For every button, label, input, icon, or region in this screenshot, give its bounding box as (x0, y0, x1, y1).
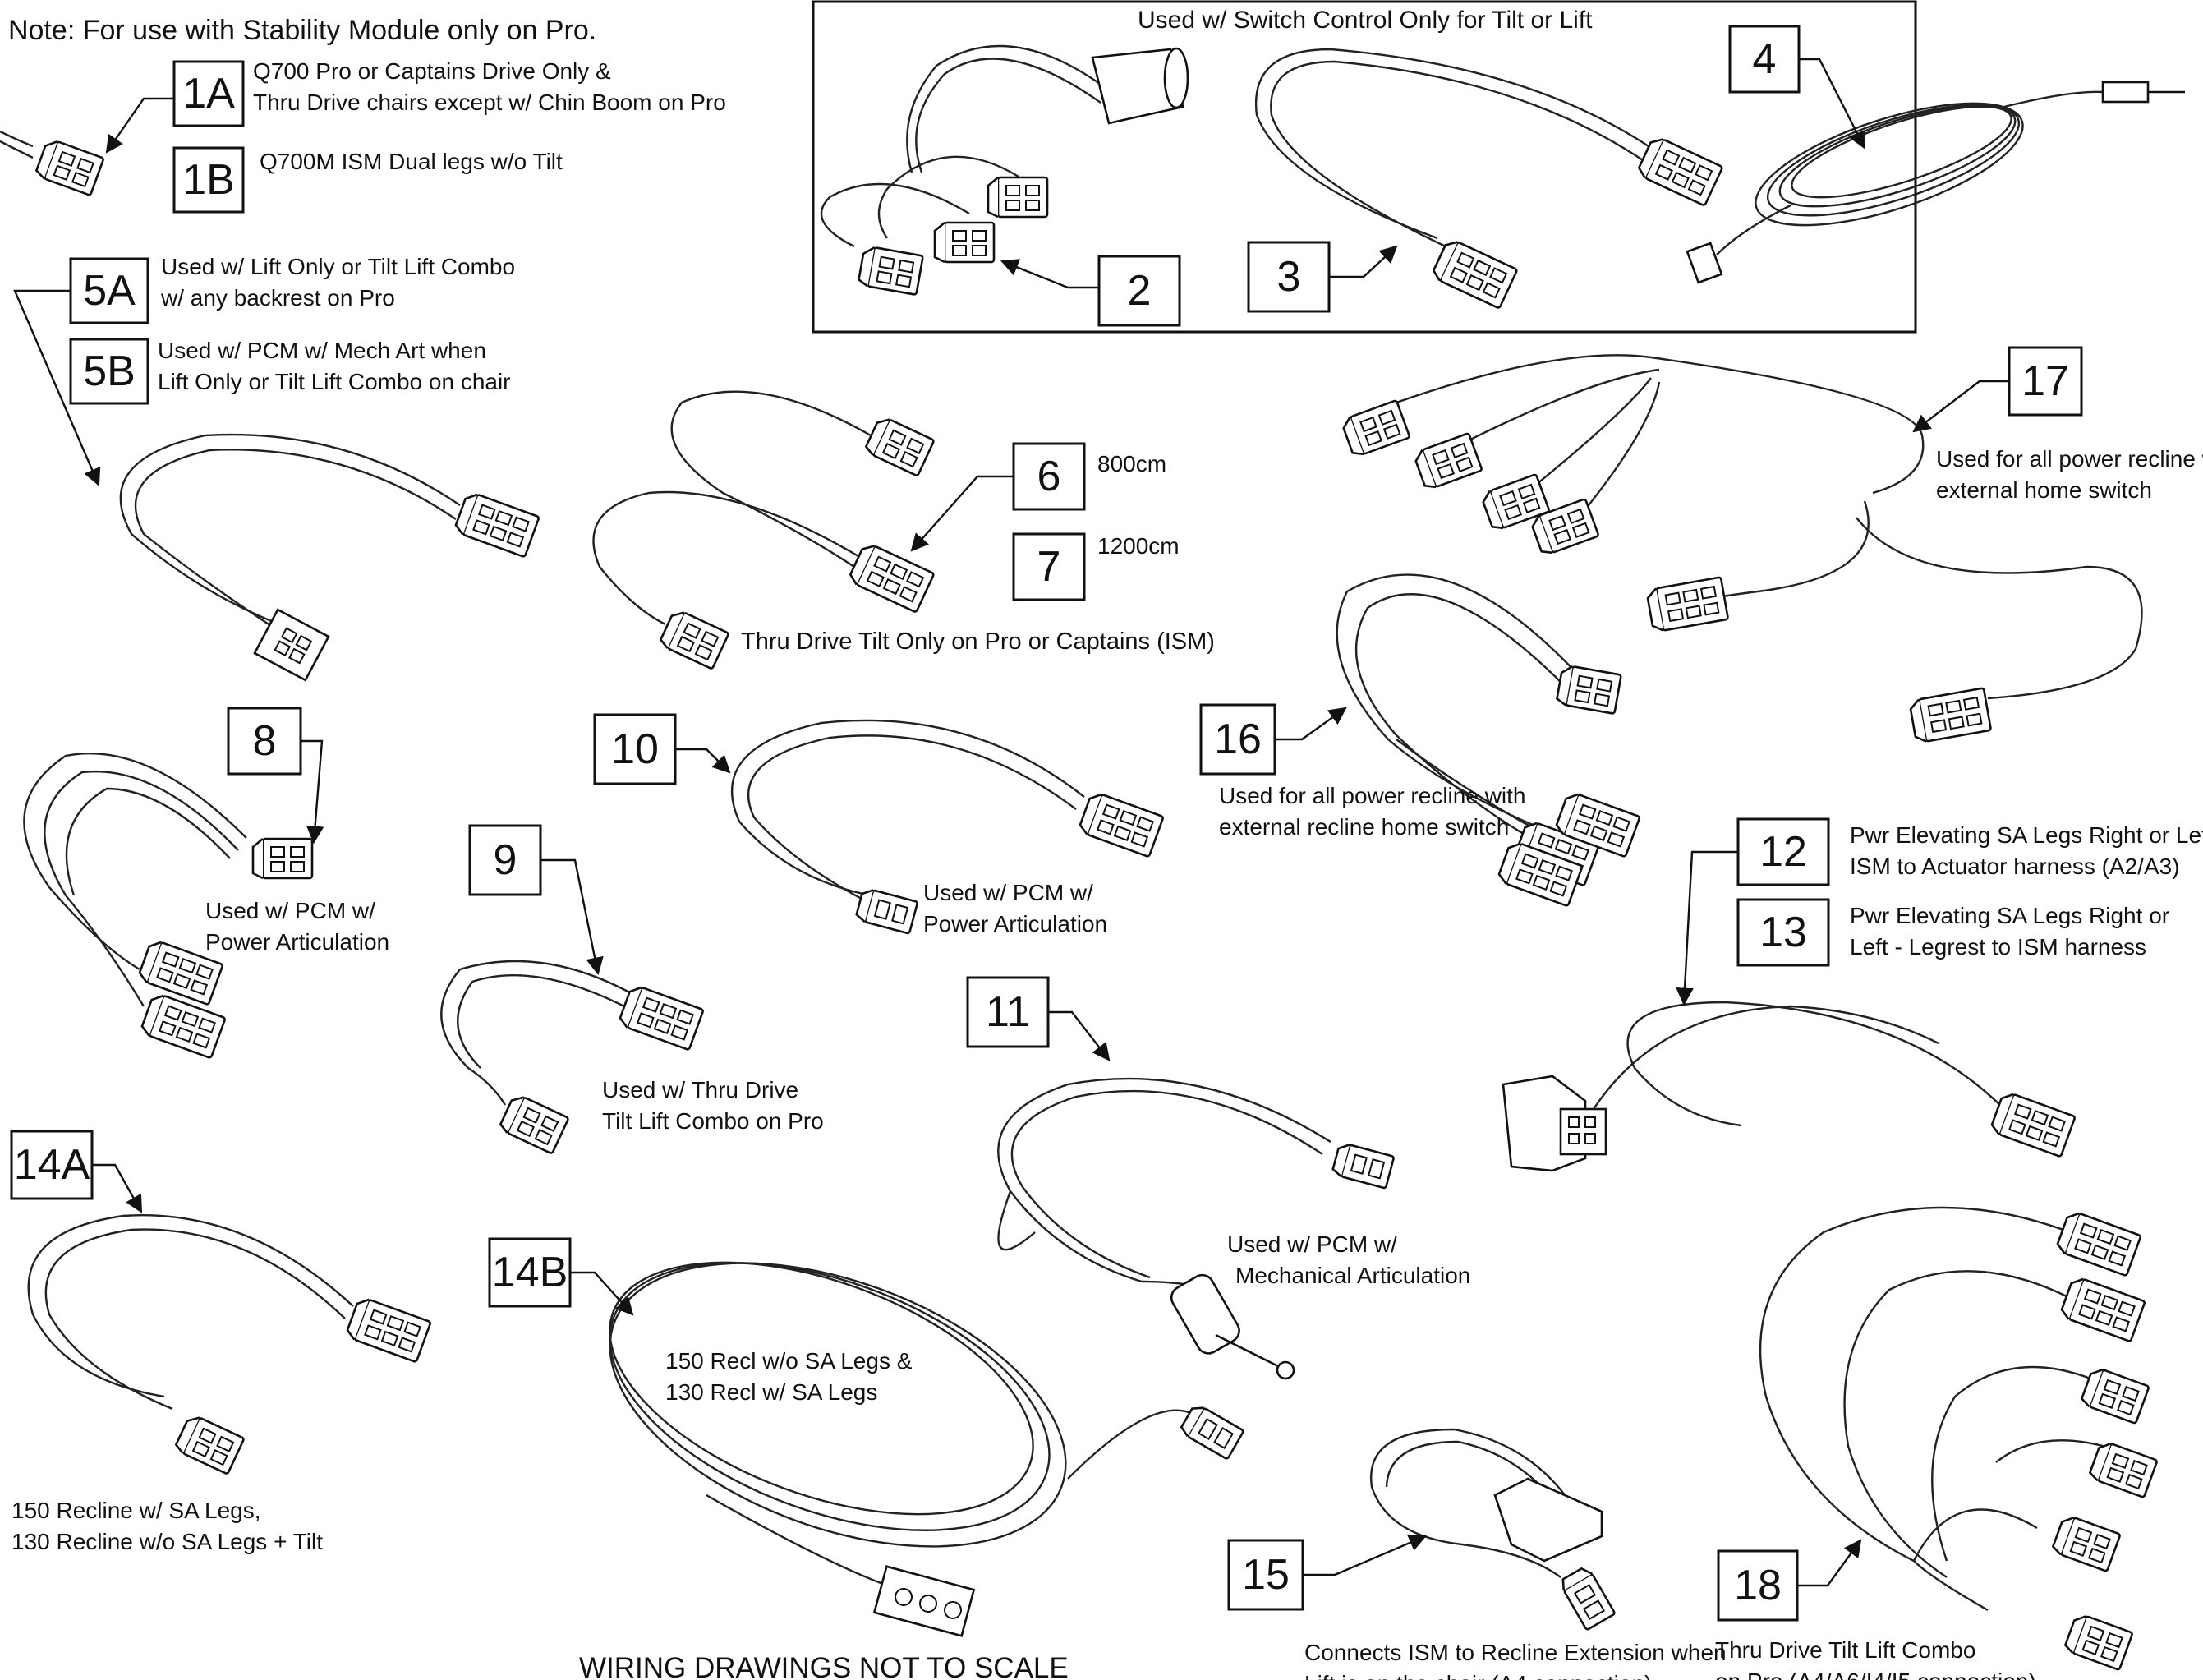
label-18-line1: Thru Drive Tilt Lift Combo (1715, 1637, 1975, 1663)
label-14A-line2: ISM to Actuator harness (A2/A3) (1850, 854, 2180, 879)
part-13-cable (997, 1077, 1396, 1380)
label-11-line2: Tilt Lift Combo on Pro (602, 1108, 824, 1134)
svg-text:5B: 5B (83, 348, 136, 395)
callout-16: 14B 150 Recl w/o SA Legs & 130 Recl w/ S… (488, 1237, 913, 1405)
label-14B-line1: Pwr Elevating SA Legs Right or (1850, 903, 2169, 928)
svg-text:17: 17 (2021, 357, 2069, 405)
part-17-cable (1369, 1428, 1617, 1632)
callout-14A: 12 Pwr Elevating SA Legs Right or Left -… (1676, 817, 2203, 1006)
switch-control-inset (812, 0, 1917, 334)
callout-10: 8 Used w/ PCM w/ Power Articulation (205, 707, 389, 955)
callout-17: 15 Connects ISM to Recline Extension whe… (1227, 1534, 1727, 1680)
label-12-line2: Power Articulation (923, 911, 1107, 937)
part-16-cable (609, 1261, 1245, 1637)
callout-18: 18 Thru Drive Tilt Lift Combo on Pro (A4… (1715, 1539, 2036, 1680)
label-7: 1200cm (1097, 533, 1180, 559)
label-1B: Q700M ISM Dual legs w/o Tilt (260, 149, 563, 174)
label-12-line1: Used w/ PCM w/ (923, 880, 1093, 905)
footer-note: WIRING DRAWINGS NOT TO SCALE (579, 1652, 1069, 1680)
part-8-harness (1336, 573, 1641, 908)
label-14B-line2: Left - Legrest to ISM harness (1850, 934, 2146, 960)
svg-text:4: 4 (1753, 35, 1777, 83)
label-16-line1: 150 Recl w/o SA Legs & (665, 1348, 913, 1374)
label-1A-line1: Q700 Pro or Captains Drive Only & (253, 58, 611, 84)
callout-11: 9 Used w/ Thru Drive Tilt Lift Combo on … (468, 824, 824, 1134)
callout-1B: 1B Q700M ISM Dual legs w/o Tilt (172, 146, 563, 214)
part-6-7-cable (592, 390, 936, 670)
svg-text:18: 18 (1734, 1562, 1782, 1609)
callout-6: 6 800cm (910, 442, 1166, 552)
callout-1A: 1A Q700 Pro or Captains Drive Only & Thr… (105, 58, 726, 154)
part-10-harness (23, 753, 314, 1060)
callout-13: 11 Used w/ PCM w/ Mechanical Articulatio… (966, 976, 1470, 1288)
label-17-line2: Lift is on the chair (A4 connection) (1304, 1671, 1652, 1680)
part-15-cable (27, 1214, 432, 1475)
svg-text:9: 9 (494, 836, 517, 884)
svg-text:11: 11 (986, 988, 1030, 1036)
label-10-line2: Power Articulation (205, 929, 389, 955)
part-12-cable (731, 719, 1165, 935)
label-15-line1: 150 Recline w/ SA Legs, (11, 1498, 261, 1523)
part-4-coiled-cable: 4 (1686, 25, 2185, 284)
part-2-harness: 2 (820, 44, 1189, 327)
label-11-line1: Used w/ Thru Drive (602, 1077, 798, 1102)
label-8-line1: Used for all power recline with (1219, 783, 1526, 808)
part-9-harness: 17 Used for all power recline with exter… (1340, 346, 2203, 744)
callout-7: 7 1200cm (1012, 532, 1180, 601)
svg-text:1B: 1B (182, 156, 235, 204)
part-14-cable (1502, 1001, 2077, 1172)
label-18-line2: on Pro (A4/A6/I4/I5 connection) (1715, 1668, 2036, 1680)
label-9-line2: external home switch (1936, 477, 2152, 503)
svg-text:10: 10 (611, 725, 659, 773)
svg-text:8: 8 (253, 717, 277, 765)
label-9-line1: Used for all power recline with (1936, 446, 2203, 472)
label-15-line2: 130 Recline w/o SA Legs + Tilt (11, 1529, 323, 1554)
label-6: 800cm (1097, 451, 1166, 476)
label-13-line2: Mechanical Articulation (1235, 1263, 1470, 1288)
svg-text:5A: 5A (83, 267, 136, 315)
svg-text:2: 2 (1128, 267, 1152, 315)
callout-5B: 5B Used w/ PCM w/ Mech Art when Lift Onl… (69, 338, 511, 405)
label-1A-line2: Thru Drive chairs except w/ Chin Boom on… (253, 90, 726, 115)
part-18-harness (1759, 1206, 2159, 1672)
label-13-line1: Used w/ PCM w/ (1227, 1231, 1397, 1257)
svg-text:3: 3 (1277, 253, 1301, 301)
label-14A-line1: Pwr Elevating SA Legs Right or Left - (1850, 822, 2203, 848)
callout-14B: 13 Pwr Elevating SA Legs Right or Left -… (1736, 898, 2169, 967)
label-16-line2: 130 Recl w/ SA Legs (665, 1379, 877, 1405)
label-8-line2: external recline home switch (1219, 814, 1509, 840)
part-11-harness (440, 960, 705, 1155)
label-5A-line1: Used w/ Lift Only or Tilt Lift Combo (161, 254, 515, 279)
label-5B-line2: Lift Only or Tilt Lift Combo on chair (158, 369, 511, 394)
svg-text:1A: 1A (182, 70, 235, 117)
svg-text:16: 16 (1214, 716, 1262, 763)
part-5-cable (119, 433, 540, 682)
svg-text:6: 6 (1037, 453, 1061, 500)
svg-text:15: 15 (1242, 1551, 1290, 1599)
svg-text:12: 12 (1759, 828, 1807, 876)
callout-12: 10 Used w/ PCM w/ Power Articulation (593, 713, 1107, 937)
part-1-connector (0, 130, 105, 197)
label-5A-line2: w/ any backrest on Pro (160, 285, 395, 311)
callout-8: 16 Used for all power recline with exter… (1199, 703, 1526, 840)
label-6-7-caption: Thru Drive Tilt Only on Pro or Captains … (741, 628, 1215, 655)
svg-text:14A: 14A (14, 1141, 90, 1189)
label-17-line1: Connects ISM to Recline Extension when (1304, 1640, 1727, 1665)
label-10-line1: Used w/ PCM w/ (205, 898, 375, 923)
inset-caption: Used w/ Switch Control Only for Tilt or … (1138, 7, 1593, 34)
svg-text:14B: 14B (492, 1249, 568, 1296)
callout-5A: 5A Used w/ Lift Only or Tilt Lift Combo … (13, 254, 515, 486)
svg-text:7: 7 (1037, 543, 1061, 591)
svg-text:13: 13 (1759, 909, 1807, 956)
part-3-cable: 3 (1247, 48, 1724, 313)
note-text: Note: For use with Stability Module only… (8, 15, 596, 46)
callout-15: 14A 150 Recline w/ SA Legs, 130 Recline … (10, 1130, 323, 1554)
label-5B-line1: Used w/ PCM w/ Mech Art when (158, 338, 486, 363)
